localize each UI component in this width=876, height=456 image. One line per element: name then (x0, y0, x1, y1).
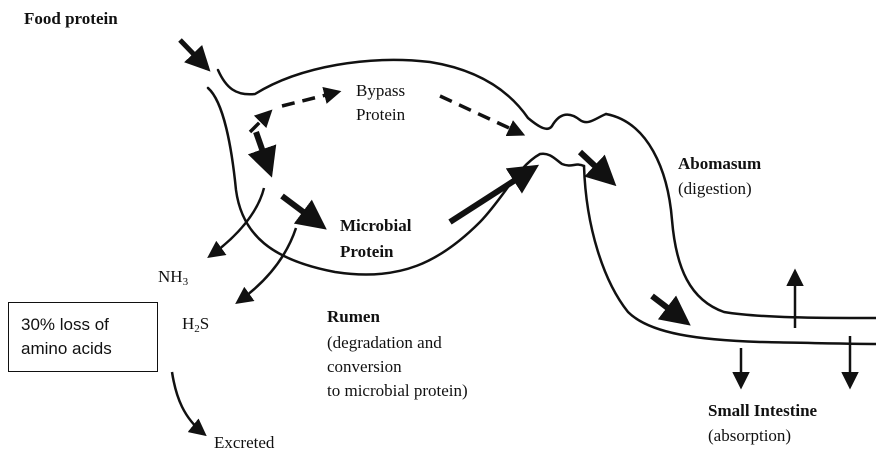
abomasum-upper-wall (606, 114, 876, 318)
nh3-subscript: 3 (183, 276, 189, 288)
rumen-note-3: to microbial protein) (327, 380, 468, 401)
small-intestine-note: (absorption) (708, 425, 791, 446)
bypass-protein-label-1: Bypass (356, 80, 405, 101)
microbial-to-omasum-arrow (450, 168, 534, 222)
food-protein-label: Food protein (24, 8, 118, 29)
h2s-label: H2S (182, 313, 209, 334)
rumen-label: Rumen (327, 306, 380, 327)
small-intestine-label: Small Intestine (708, 400, 817, 421)
abomasum-label: Abomasum (678, 153, 761, 174)
h2s-s: S (200, 314, 209, 333)
h2s-h: H (182, 314, 194, 333)
nh3-base: NH (158, 267, 183, 286)
excretion-arrow (172, 372, 204, 434)
degradation-arrow (256, 132, 270, 172)
microbial-protein-label-1: Microbial (340, 215, 411, 236)
h2s-loss-arrow (238, 228, 296, 302)
loss-box-line-2: amino acids (21, 337, 157, 361)
loss-box-line-1: 30% loss of (21, 313, 157, 337)
bypass-arrow-2 (282, 92, 338, 106)
amino-acid-loss-box: 30% loss of amino acids (8, 302, 158, 372)
food-intake-arrow (180, 40, 207, 68)
rumen-note-2: conversion (327, 356, 402, 377)
bypass-arrow-3 (440, 96, 522, 134)
rumen-outer-wall (218, 60, 606, 129)
bypass-arrow-1 (250, 112, 270, 132)
excreted-label: Excreted (214, 432, 274, 453)
small-intestine-flow-arrow (652, 296, 686, 322)
abomasum-note: (digestion) (678, 178, 752, 199)
microbial-protein-label-2: Protein (340, 241, 394, 262)
microbial-conversion-arrow (282, 196, 322, 226)
bypass-protein-label-2: Protein (356, 104, 405, 125)
rumen-note-1: (degradation and (327, 332, 442, 353)
nh3-label: NH3 (158, 266, 188, 287)
